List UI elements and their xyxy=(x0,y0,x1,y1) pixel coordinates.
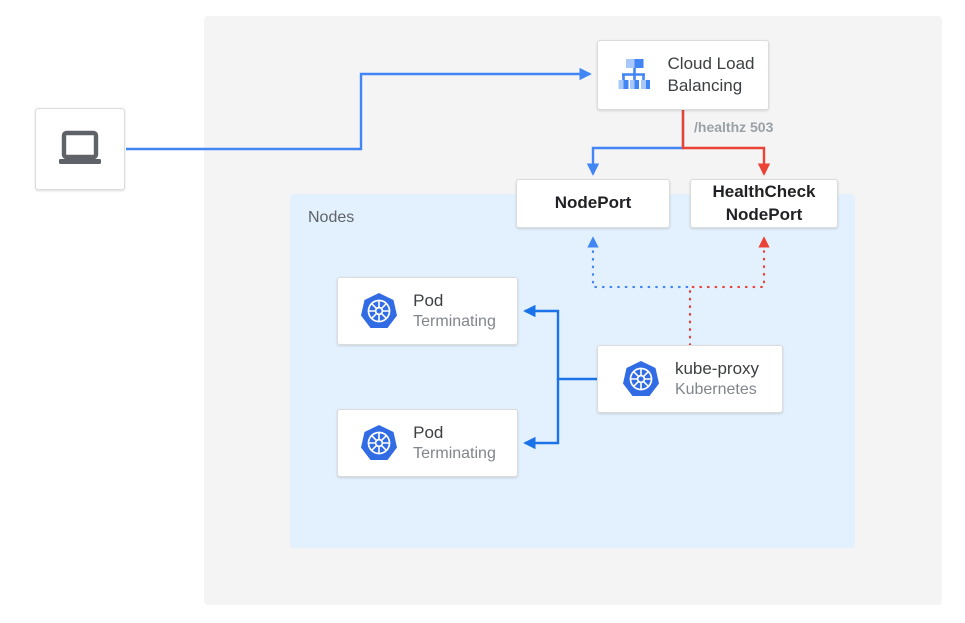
kube-proxy-title: kube-proxy xyxy=(674,358,760,378)
pod-status: Terminating xyxy=(413,444,496,462)
kubernetes-icon xyxy=(621,359,661,399)
laptop-icon xyxy=(56,129,104,169)
edge-client-to-load-balancer xyxy=(126,67,592,151)
pod-title: Pod xyxy=(413,290,444,310)
edge-lb-to-healthcheck-nodeport xyxy=(681,110,771,176)
kubernetes-icon xyxy=(359,423,399,463)
kube-proxy[interactable]: kube-proxy Kubernetes xyxy=(597,345,783,413)
pod-status: Terminating xyxy=(413,312,496,330)
pod-title: Pod xyxy=(413,422,444,442)
nodes-region-label: Nodes xyxy=(308,209,355,226)
cloud-load-balancing-icon xyxy=(612,54,654,96)
edge-kubeproxy-to-pods xyxy=(523,379,560,450)
healthcheck-nodeport[interactable]: HealthCheck NodePort xyxy=(690,179,838,228)
cloud-load-balancing[interactable]: Cloud Load Balancing xyxy=(597,40,769,110)
pod-terminating-2[interactable]: Pod Terminating xyxy=(337,409,518,477)
edge-kubeproxy-to-pods xyxy=(523,304,597,381)
nodeport[interactable]: NodePort xyxy=(516,179,670,228)
nodeport-label: NodePort xyxy=(554,193,632,213)
pod-terminating-1[interactable]: Pod Terminating xyxy=(337,277,518,345)
healthz-edge-label: /healthz 503 xyxy=(694,119,774,135)
cloud-load-balancing-title: Cloud Load xyxy=(667,54,755,74)
kube-proxy-subtitle: Kubernetes xyxy=(674,380,757,398)
edge-kubeproxy-to-nodeport xyxy=(587,236,692,347)
client-device[interactable] xyxy=(35,108,125,190)
kubernetes-icon xyxy=(359,291,399,331)
healthcheck-nodeport-label: HealthCheck NodePort xyxy=(712,182,816,224)
cloud-load-balancing-subtitle: Balancing xyxy=(667,76,743,95)
